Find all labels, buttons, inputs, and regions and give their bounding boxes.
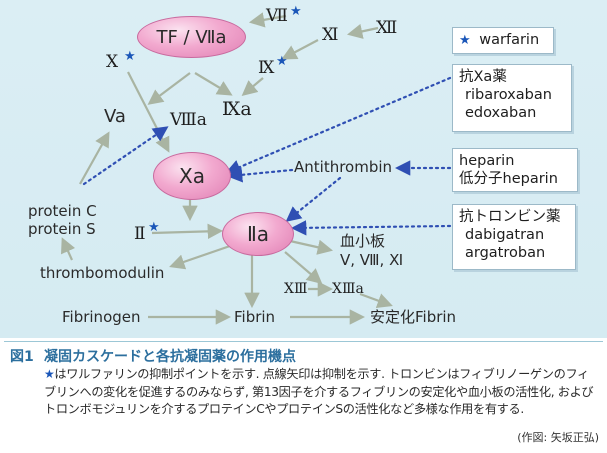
caption-star-icon: ★ [44, 367, 55, 381]
factor-x-star-icon: ★ [124, 49, 136, 64]
factor-iia-oval: Ⅱa [222, 212, 294, 256]
arrow-xiiia-stabilized [359, 292, 393, 308]
fibrinogen-label: Fibrinogen [62, 308, 141, 326]
figure-credit: (作図: 矢坂正弘) [517, 431, 599, 444]
factor-vii-label: Ⅶ [266, 6, 288, 26]
arrows-layer [61, 12, 452, 325]
figure-title: 凝固カスケードと各抗凝固薬の作用機点 [44, 349, 296, 365]
factor-xiiia-label: ⅩⅢa [332, 281, 364, 297]
arrow-tf-va [147, 72, 191, 105]
dotted-antithrombin-drug-iia [290, 220, 452, 236]
dotted-antixa-xa [225, 76, 452, 175]
factor-ixa-label: Ⅸa [222, 98, 252, 120]
anti-xa-drug-2: edoxaban [465, 105, 537, 122]
anti-xa-box: 抗Xa薬 ribaroxaban edoxaban [452, 64, 572, 132]
protein-s-label: protein S [28, 220, 96, 238]
factor-iia-label: Ⅱa [246, 222, 270, 246]
factor-xi-label: Ⅺ [322, 25, 339, 45]
factor-tf-viia-label: TF / Ⅶa [156, 26, 227, 48]
caption-body-text: はワルファリンの抑制ポイントを示す. 点線矢印は抑制を示す. トロンビンはフィブ… [44, 367, 594, 416]
factor-xiii-label: ⅩⅢ [284, 281, 308, 297]
factor-ix-star-icon: ★ [276, 54, 288, 69]
factor-ii-label: Ⅱ [134, 224, 146, 244]
protein-c-label: protein C [28, 202, 97, 220]
warfarin-name: warfarin [479, 32, 540, 48]
factor-viiia-label: Ⅷa [170, 110, 207, 130]
heparin-box: heparin 低分子heparin [452, 148, 578, 192]
dotted-protein-viiia [82, 126, 169, 186]
anti-thrombin-drug-2: argatroban [465, 245, 546, 262]
factor-xa-label: Xa [179, 164, 205, 188]
arrow-ii-iia [151, 223, 224, 240]
anti-xa-drug-1: ribaroxaban [465, 87, 552, 104]
thrombomodulin-label: thrombomodulin [40, 264, 165, 282]
arrow-thrombomodulin-protein [61, 237, 76, 261]
arrow-tf-ixa [194, 72, 233, 96]
warfarin-star-icon: ★ [459, 33, 471, 48]
factor-x-label: Ⅹ [106, 52, 119, 72]
stabilized-fibrin-label: 安定化Fibrin [370, 308, 457, 326]
caption-divider [4, 341, 603, 342]
fibrin-label: Fibrin [234, 308, 276, 326]
arrow-iia-platelet [289, 239, 334, 255]
anti-thrombin-drug-1: dabigatran [465, 227, 545, 244]
arrow-vii-tf [248, 12, 287, 28]
heparin-drug-1: heparin [459, 153, 515, 169]
factor-vii-star-icon: ★ [290, 4, 302, 19]
anti-thrombin-box: 抗トロンビン薬 dabigatran argatroban [452, 204, 576, 270]
arrow-xi-ix [281, 39, 319, 60]
arrow-protein-va [79, 131, 110, 185]
anti-xa-title: 抗Xa薬 [459, 69, 507, 85]
arrow-iia-xiiia [284, 251, 323, 285]
arrow-x-xa [127, 71, 170, 153]
dotted-antithrombin-iia [285, 176, 342, 222]
anti-thrombin-title: 抗トロンビン薬 [459, 209, 561, 225]
factor-va-label: Va [104, 106, 126, 127]
dotted-antithrombin-xa [226, 167, 294, 183]
factor-xii-label: Ⅻ [376, 18, 398, 38]
factor-ix-label: Ⅸ [258, 58, 275, 78]
arrow-iia-thrombomodulin [169, 244, 231, 270]
warfarin-box: ★ warfarin [452, 27, 554, 54]
factor-tf-viia-oval: TF / Ⅶa [137, 16, 246, 58]
arrow-ix-ixa [241, 77, 264, 96]
figure-caption: 図1 凝固カスケードと各抗凝固薬の作用機点 ★はワルファリンの抑制ポイントを示す… [0, 338, 607, 453]
coagulation-cascade-diagram: TF / Ⅶa Xa Ⅱa Ⅶ ★ Ⅺ Ⅻ Ⅹ ★ Ⅸ ★ Ⅸa Va Ⅷa Ⅱ… [0, 0, 607, 338]
antithrombin-label: Antithrombin [294, 158, 393, 176]
heparin-drug-2: 低分子heparin [459, 171, 558, 188]
figure-number: 図1 [10, 349, 34, 365]
platelet-factors: V, Ⅷ, Ⅺ [340, 251, 404, 269]
factor-ii-star-icon: ★ [148, 220, 160, 235]
arrow-xii-xi [346, 23, 379, 39]
caption-body: ★はワルファリンの抑制ポイントを示す. 点線矢印は抑制を示す. トロンビンはフィ… [44, 366, 600, 419]
factor-xa-oval: Xa [153, 152, 231, 200]
platelet-title: 血小板 [340, 232, 386, 250]
